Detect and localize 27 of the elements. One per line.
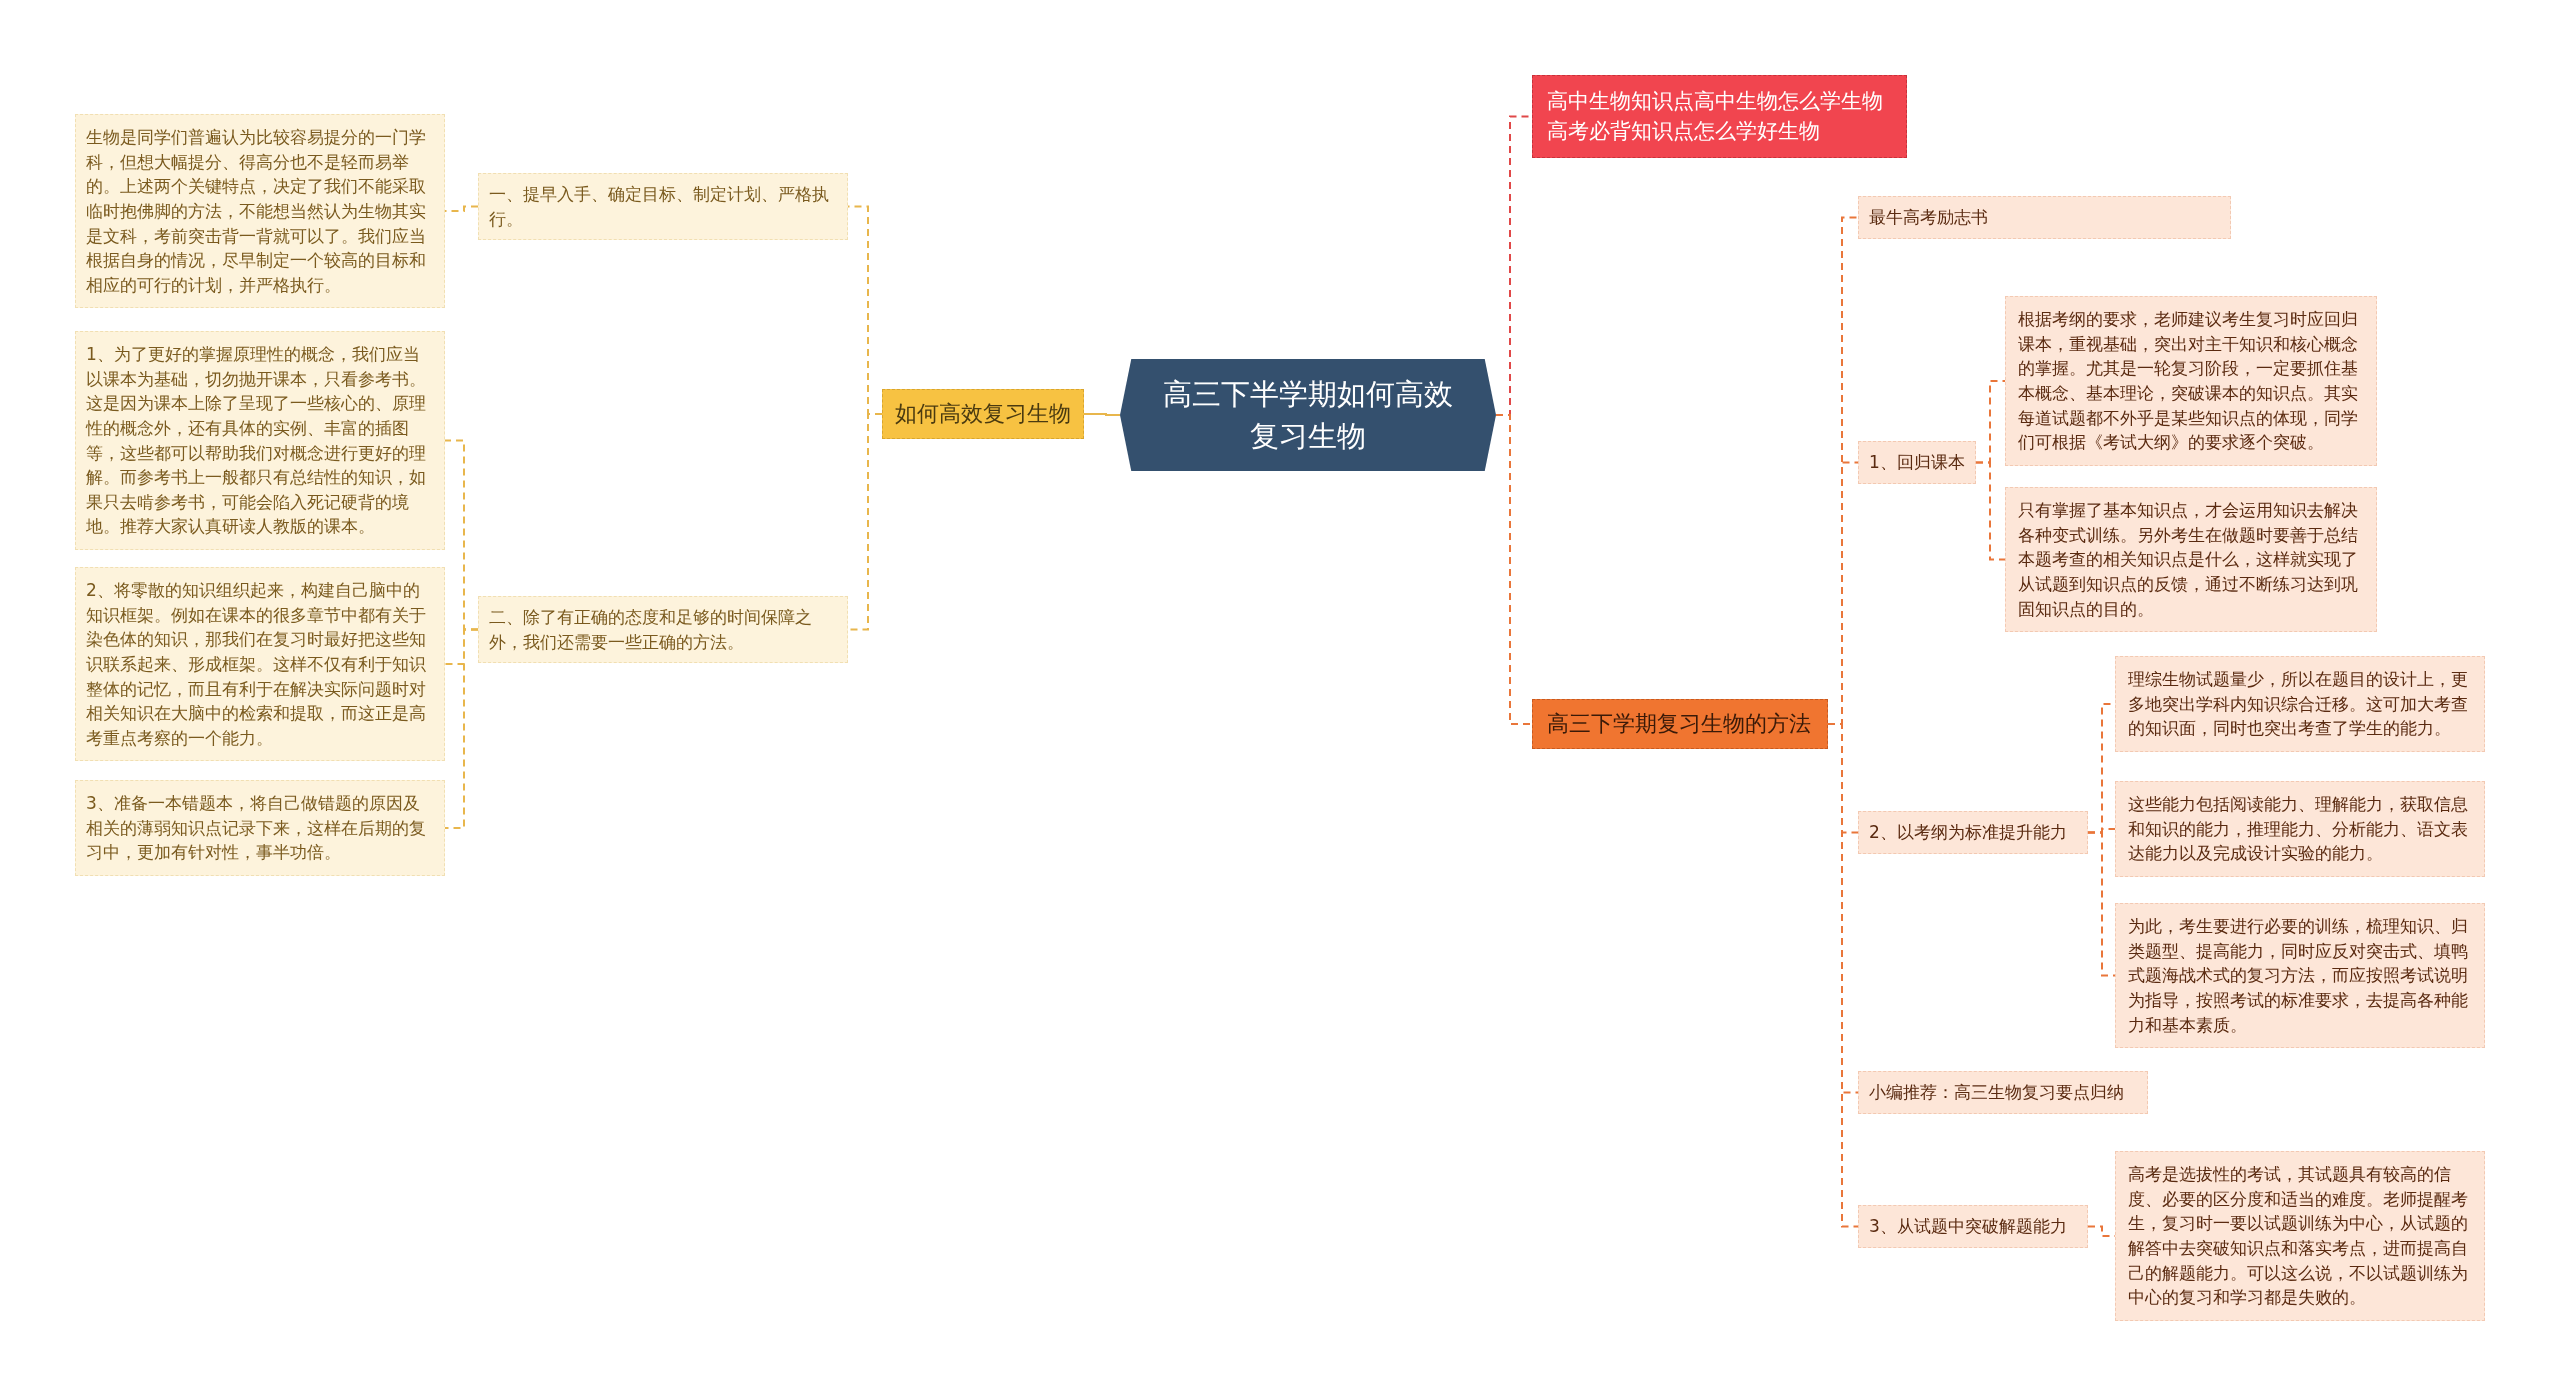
- subtopic-box: 二、除了有正确的态度和足够的时间保障之外，我们还需要一些正确的方法。: [478, 596, 848, 664]
- note-box: 1、为了更好的掌握原理性的概念，我们应当以课本为基础，切勿抛开课本，只看参考书。这是因为课本上除了呈现了一些核心的、原理性的概念外，还有具体的实例、丰富的插图等，这些都可以帮助我们对概念进行更好的理解。而参考书上一般都只有总结性的知识，如果只去啃参考书，可能会陷入死记硬背的境地。推荐大家认真研读人教版的课本。: [75, 331, 445, 551]
- note-box: 这些能力包括阅读能力、理解能力，获取信息和知识的能力，推理能力、分析能力、语文表达能力以及完成设计实验的能力。: [2115, 781, 2485, 877]
- subtopic-box: 3、从试题中突破解题能力: [1858, 1205, 2088, 1248]
- subtopic-box: 一、提早入手、确定目标、制定计划、严格执行。: [478, 173, 848, 241]
- central-topic: 高三下半学期如何高效复习生物: [1120, 359, 1496, 472]
- note-box: 生物是同学们普遍认为比较容易提分的一门学科，但想大幅提分、得高分也不是轻而易举的。上述两个关键特点，决定了我们不能采取临时抱佛脚的方法，不能想当然认为生物其实是文科，考前突击背一背就可以了。我们应当根据自身的情况，尽早制定一个较高的目标和相应的可行的计划，并严格执行。: [75, 114, 445, 309]
- note-box: 为此，考生要进行必要的训练，梳理知识、归类题型、提高能力，同时应反对突击式、填鸭式题海战术式的复习方法，而应按照考试说明为指导，按照考试的标准要求，去提高各种能力和基本素质。: [2115, 903, 2485, 1049]
- note-box: 高考是选拔性的考试，其试题具有较高的信度、必要的区分度和适当的难度。老师提醒考生，复习时一要以试题训练为中心，从试题的解答中去突破知识点和落实考点，进而提高自己的解题能力。可以这么说，不以试题训练为中心的复习和学习都是失败的。: [2115, 1151, 2485, 1321]
- note-box: 根据考纲的要求，老师建议考生复习时应回归课本，重视基础，突出对主干知识和核心概念的掌握。尤其是一轮复习阶段，一定要抓住基本概念、基本理论，突破课本的知识点。其实每道试题都不外乎是某些知识点的体现，同学们可根据《考试大纲》的要求逐个突破。: [2005, 296, 2377, 466]
- connector: [1083, 413, 1121, 416]
- connector: [444, 205, 479, 212]
- connector: [1975, 461, 2006, 561]
- connector: [444, 628, 479, 829]
- branch-box: 如何高效复习生物: [882, 389, 1084, 439]
- subtopic-box: 小编推荐：高三生物复习要点归纳: [1858, 1071, 2148, 1114]
- note-box: 2、将零散的知识组织起来，构建自己脑中的知识框架。例如在课本的很多章节中都有关于染色体的知识，那我们在复习时最好把这些知识联系起来、形成框架。这样不仅有利于知识整体的记忆，而且有利于在解决实际问题时对相关知识在大脑中的检索和提取，而这正是高考重点考察的一个能力。: [75, 567, 445, 762]
- note-box: 理综生物试题量少，所以在题目的设计上，更多地突出学科内知识综合迁移。这可加大考查的知识面，同时也突出考查了学生的能力。: [2115, 656, 2485, 752]
- subtopic-box: 2、以考纲为标准提升能力: [1858, 811, 2088, 854]
- connector: [1495, 414, 1533, 725]
- subtopic-box: 最牛高考励志书: [1858, 196, 2231, 239]
- note-box: 只有掌握了基本知识点，才会运用知识去解决各种变式训练。另外考生在做题时要善于总结本题考查的相关知识点是什么，这样就实现了从试题到知识点的反馈，通过不断练习达到巩固知识点的目的。: [2005, 487, 2377, 633]
- branch-box: 高三下学期复习生物的方法: [1532, 699, 1828, 749]
- note-box: 3、准备一本错题本，将自己做错题的原因及相关的薄弱知识点记录下来，这样在后期的复习中，更加有针对性，事半功倍。: [75, 780, 445, 876]
- branch-box: 高中生物知识点高中生物怎么学生物高考必背知识点怎么学好生物: [1532, 75, 1907, 158]
- subtopic-box: 1、回归课本: [1858, 441, 1976, 484]
- connector: [2087, 831, 2116, 977]
